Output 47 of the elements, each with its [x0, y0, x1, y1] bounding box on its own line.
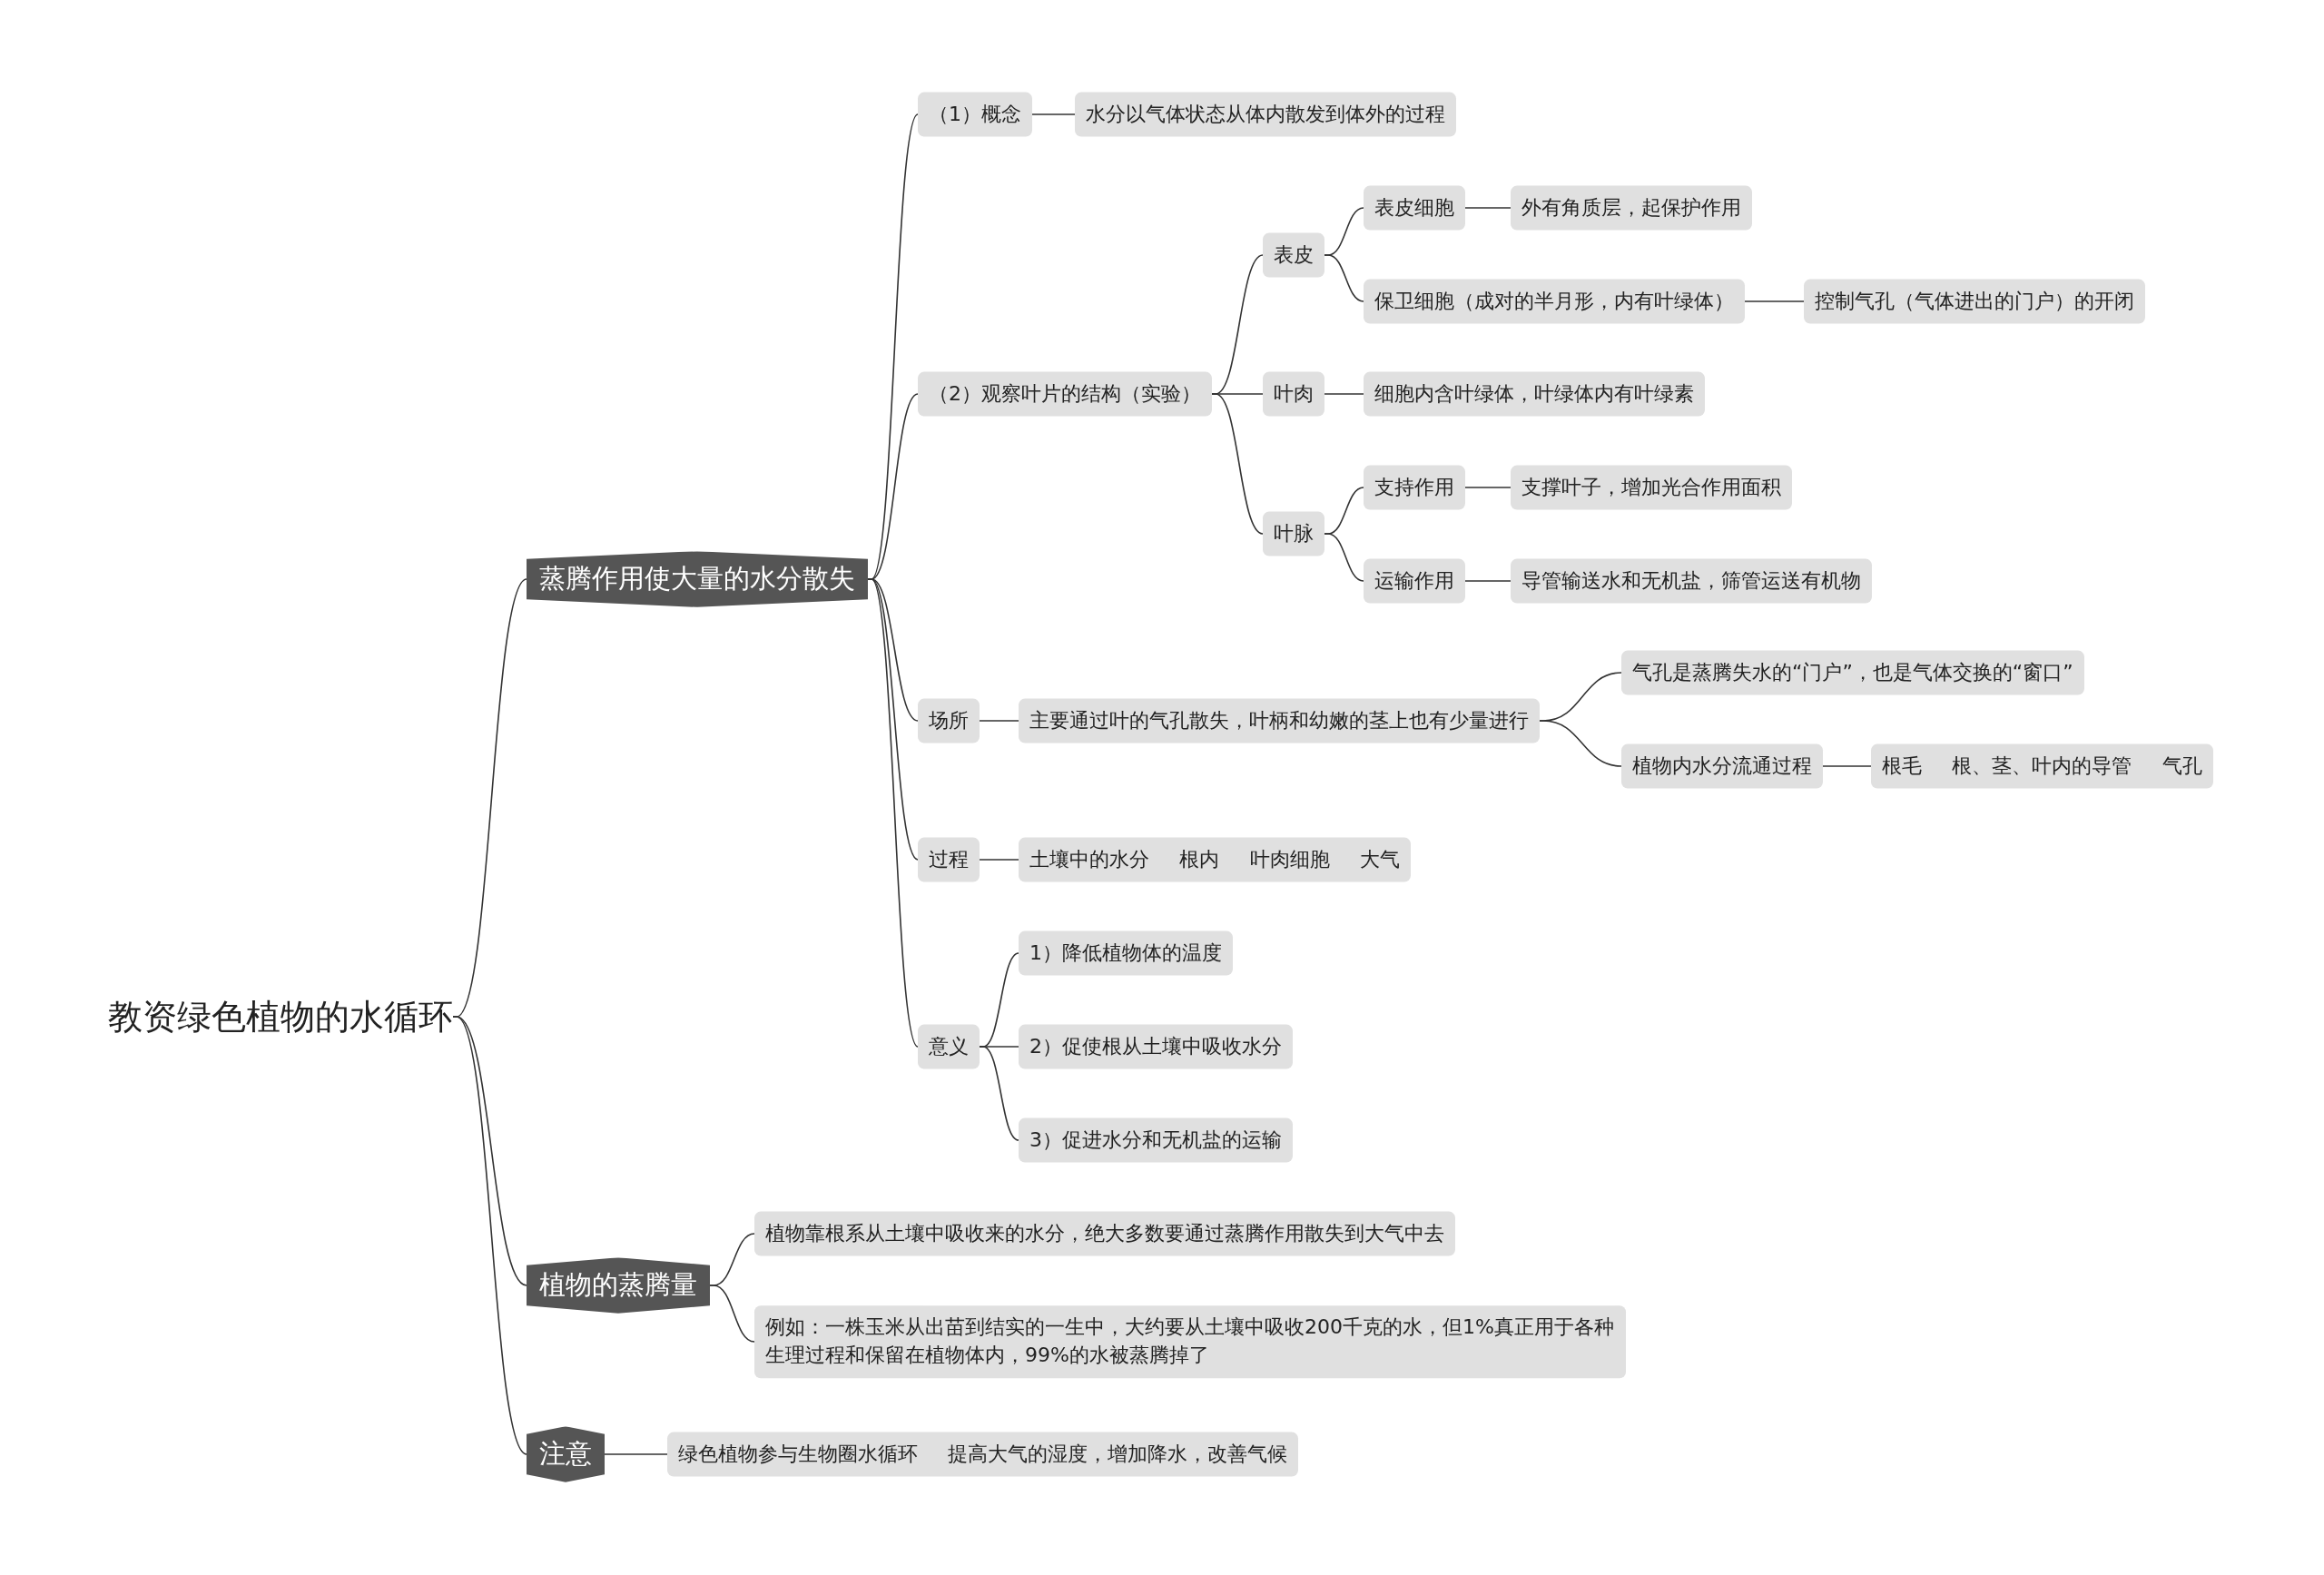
connector-line: [604, 1453, 668, 1455]
subtopic-box: 外有角质层，起保护作用: [1511, 185, 1752, 231]
connector-line: [1744, 300, 1805, 302]
subtopic-box: 意义: [918, 1024, 980, 1069]
subtopic-box: 水分以气体状态从体内散发到体外的过程: [1075, 92, 1456, 137]
subtopic-box: 植物靠根系从土壤中吸收来的水分，绝大多数要通过蒸腾作用散失到大气中去: [754, 1211, 1455, 1256]
subtopic-box: 细胞内含叶绿体，叶绿体内有叶绿素: [1364, 371, 1705, 417]
subtopic-box: 支撑叶子，增加光合作用面积: [1511, 465, 1792, 510]
subtopic-box: 控制气孔（气体进出的门户）的开闭: [1804, 279, 2145, 324]
subtopic-box: 场所: [918, 698, 980, 743]
root-topic: 教资绿色植物的水循环: [108, 989, 453, 1044]
subtopic-box: 导管输送水和无机盐，筛管运送有机物: [1511, 558, 1872, 604]
connector-line: [979, 720, 1019, 722]
connector-line: [1822, 765, 1872, 767]
subtopic-box: 运输作用: [1364, 558, 1465, 604]
subtopic-box: 1）降低植物体的温度: [1019, 930, 1233, 976]
subtopic-box: （1）概念: [918, 92, 1032, 137]
subtopic-box: 气孔是蒸腾失水的“门户”，也是气体交换的“窗口”: [1621, 650, 2084, 695]
connector-line: [1464, 487, 1512, 488]
subtopic-box: 土壤中的水分 根内 叶肉细胞 大气: [1019, 837, 1412, 882]
connector-line: [979, 1046, 1019, 1141]
connector-line: [979, 859, 1019, 861]
subtopic-box: 过程: [918, 837, 980, 882]
subtopic-box: 2）促使根从土壤中吸收水分: [1019, 1024, 1293, 1069]
connector-line: [709, 1285, 755, 1343]
connector-line: [1324, 393, 1364, 395]
subtopic-box: 叶脉: [1263, 511, 1324, 556]
subtopic-box: 保卫细胞（成对的半月形，内有叶绿体）: [1364, 279, 1745, 324]
subtopic-box: 表皮: [1263, 232, 1324, 278]
connector-line: [1464, 580, 1512, 582]
connector-line: [1031, 113, 1076, 115]
subtopic-box: 根毛 根、茎、叶内的导管 气孔: [1871, 743, 2213, 789]
subtopic-box: 支持作用: [1364, 465, 1465, 510]
subtopic-box: 叶肉: [1263, 371, 1324, 417]
connector-line: [1324, 254, 1364, 302]
connector-line: [452, 1016, 527, 1455]
subtopic-box: 植物内水分流通过程: [1621, 743, 1823, 789]
subtopic-box: 表皮细胞: [1364, 185, 1465, 231]
subtopic-box: 绿色植物参与生物圈水循环 提高大气的湿度，增加降水，改善气候: [667, 1432, 1299, 1477]
connector-line: [1464, 207, 1512, 209]
subtopic-box: 主要通过叶的气孔散失，叶柄和幼嫩的茎上也有少量进行: [1019, 698, 1540, 743]
connector-line: [1211, 393, 1264, 535]
subtopic-box: 例如：一株玉米从出苗到结实的一生中，大约要从土壤中吸收200千克的水，但1%真正用于各种生理过程和保留在植物体内，99%的水被蒸腾掉了: [754, 1305, 1626, 1378]
connector-line: [1324, 533, 1364, 582]
subtopic-box: （2）观察叶片的结构（实验）: [918, 371, 1212, 417]
connector-line: [1539, 720, 1622, 767]
subtopic-box: 3）促进水分和无机盐的运输: [1019, 1117, 1293, 1163]
